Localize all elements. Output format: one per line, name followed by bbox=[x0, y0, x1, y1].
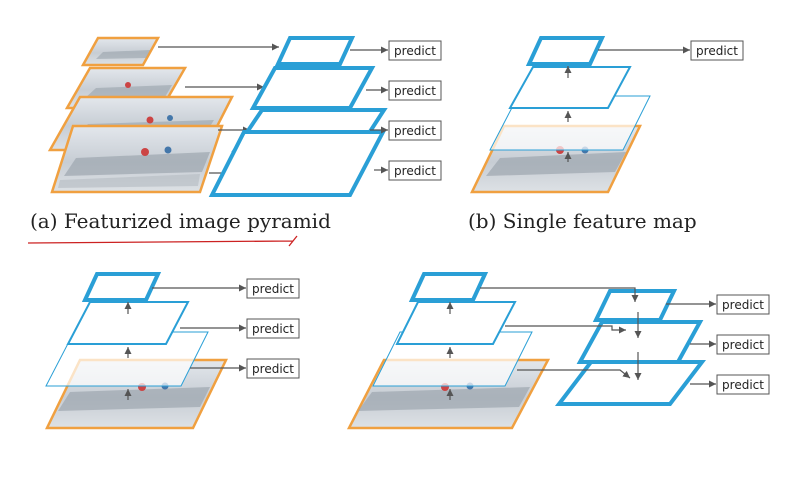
panel-d-feature-pyramid-network: predict predict predict bbox=[346, 272, 770, 430]
image-level-4 bbox=[50, 124, 224, 194]
panel-a-caption: (a) Featurized image pyramid bbox=[30, 209, 331, 233]
feature-map-a2 bbox=[249, 66, 376, 110]
predict-label: predict bbox=[394, 44, 436, 58]
predict-label: predict bbox=[696, 44, 738, 58]
feature-layer-b1 bbox=[525, 36, 606, 66]
predict-box-c2: predict bbox=[246, 318, 300, 339]
predict-label: predict bbox=[722, 378, 764, 392]
top-down-layer-3 bbox=[554, 360, 707, 406]
predict-label: predict bbox=[252, 282, 294, 296]
red-underline bbox=[27, 235, 298, 247]
panel-c-pyramidal-feature-hierarchy: predict predict predict bbox=[45, 272, 300, 430]
image-level-1 bbox=[80, 36, 161, 67]
predict-label: predict bbox=[722, 298, 764, 312]
predict-box-d3: predict bbox=[716, 374, 770, 395]
predict-label: predict bbox=[394, 124, 436, 138]
predict-box-c1: predict bbox=[246, 278, 300, 299]
predict-box-a2: predict bbox=[388, 80, 442, 101]
predict-label: predict bbox=[394, 84, 436, 98]
predict-box-a3: predict bbox=[388, 120, 442, 141]
predict-label: predict bbox=[394, 164, 436, 178]
feature-map-a1 bbox=[274, 36, 356, 66]
predict-box-c3: predict bbox=[246, 358, 300, 379]
predict-label: predict bbox=[252, 322, 294, 336]
panel-b-caption: (b) Single feature map bbox=[468, 209, 697, 233]
predict-label: predict bbox=[252, 362, 294, 376]
panel-b-single-feature-map: predict (b) Single feature map bbox=[468, 36, 744, 233]
predict-box-d1: predict bbox=[716, 294, 770, 315]
top-down-layer-2 bbox=[576, 320, 704, 364]
feature-map-a4 bbox=[208, 130, 387, 197]
predict-box-b1: predict bbox=[690, 40, 744, 61]
feature-layer-b2 bbox=[508, 66, 632, 109]
predict-box-a1: predict bbox=[388, 40, 442, 61]
feature-layer-c1 bbox=[81, 272, 162, 302]
predict-box-a4: predict bbox=[388, 160, 442, 181]
feature-layer-c2 bbox=[66, 301, 190, 345]
bottom-up-layer-1 bbox=[408, 272, 489, 302]
predict-box-d2: predict bbox=[716, 334, 770, 355]
panel-a-featurized-image-pyramid: predict predict predict predict (a) Feat… bbox=[27, 36, 442, 247]
bottom-up-layer-2 bbox=[395, 301, 517, 345]
predict-label: predict bbox=[722, 338, 764, 352]
